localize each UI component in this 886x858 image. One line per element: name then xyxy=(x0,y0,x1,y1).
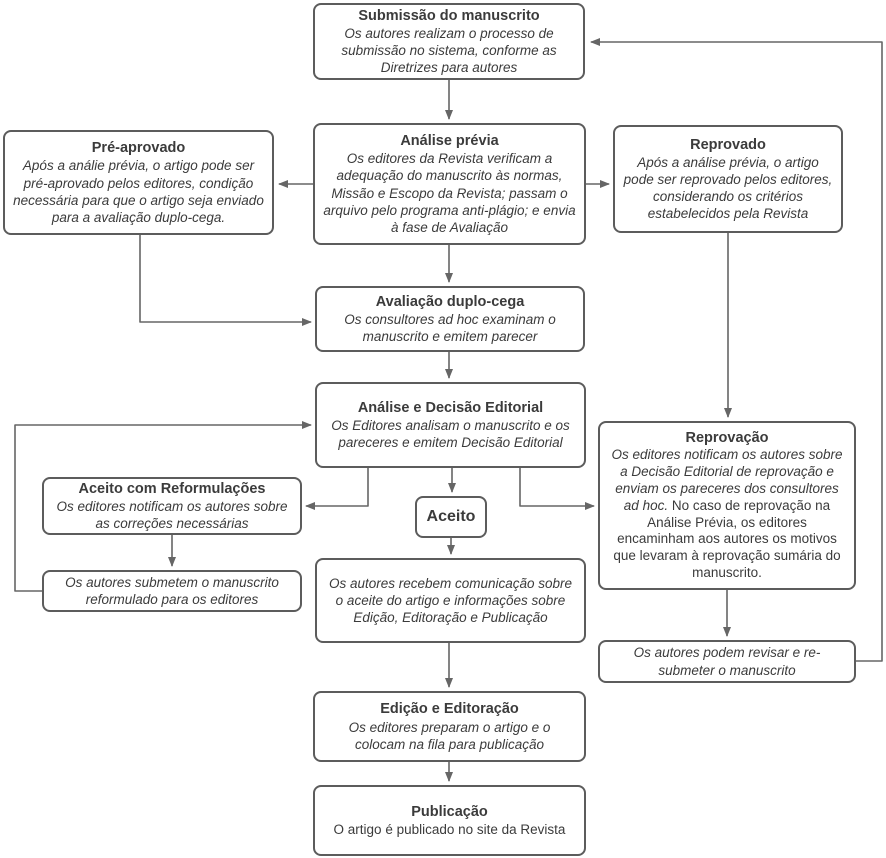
node-analise-previa: Análise prévia Os editores da Revista ve… xyxy=(313,123,586,245)
node-body: Após a análise prévia, o artigo pode ser… xyxy=(623,154,833,222)
node-body: Os editores preparam o artigo e o coloca… xyxy=(348,719,551,752)
node-title: Edição e Editoração xyxy=(380,701,519,718)
node-body-italic-part: Os editores notificam os autores sobre a… xyxy=(611,447,843,513)
node-pre-aprovado: Pré-aprovado Após a análie prévia, o art… xyxy=(3,130,274,235)
node-revisar-resubmeter: Os autores podem revisar e re-submeter o… xyxy=(598,640,856,683)
node-body: O artigo é publicado no site da Revista xyxy=(333,822,566,838)
node-body: Os autores realizam o processo de submis… xyxy=(341,26,557,76)
node-title: Aceito xyxy=(426,507,476,525)
node-aceito-com-reformulacoes: Aceito com Reformulações Os editores not… xyxy=(42,477,302,535)
node-title: Submissão do manuscrito xyxy=(358,7,540,24)
node-body: Os autores submetem o manuscrito reformu… xyxy=(65,574,279,607)
node-submetem-reformulado: Os autores submetem o manuscrito reformu… xyxy=(42,570,302,612)
node-title: Análise e Decisão Editorial xyxy=(357,399,544,416)
node-title: Avaliação duplo-cega xyxy=(375,293,525,310)
node-aceito: Aceito xyxy=(415,496,487,538)
node-body: Os editores notificam os autores sobre a… xyxy=(608,447,846,582)
node-title: Publicação xyxy=(411,803,488,820)
node-body: Os editores notificam os autores sobre a… xyxy=(56,499,288,532)
node-analise-decisao-editorial: Análise e Decisão Editorial Os Editores … xyxy=(315,382,586,468)
node-title: Aceito com Reformulações xyxy=(78,480,266,497)
node-body: Os autores recebem comunicação sobre o a… xyxy=(328,575,573,626)
connector-decisao-aceitoreform xyxy=(305,468,369,510)
connector-preaprovado-avaliacao xyxy=(139,235,312,326)
node-title: Análise prévia xyxy=(400,132,499,149)
node-publicacao: Publicação O artigo é publicado no site … xyxy=(313,785,586,856)
node-body: Os editores da Revista verificam a adequ… xyxy=(323,151,576,235)
node-body: Os autores podem revisar e re-submeter o… xyxy=(633,645,821,678)
node-title: Reprovação xyxy=(685,429,769,446)
connector-submetem-decisao xyxy=(14,421,312,592)
node-body: Após a análie prévia, o artigo pode ser … xyxy=(13,158,264,225)
node-body: Os consultores ad hoc examinam o manuscr… xyxy=(344,312,556,345)
node-reprovado: Reprovado Após a análise prévia, o artig… xyxy=(613,125,843,233)
node-title: Reprovado xyxy=(690,136,766,153)
node-recebem-comunicacao: Os autores recebem comunicação sobre o a… xyxy=(315,558,586,643)
node-edicao-editoracao: Edição e Editoração Os editores preparam… xyxy=(313,691,586,762)
node-title: Pré-aprovado xyxy=(91,140,186,157)
node-submissao-manuscrito: Submissão do manuscrito Os autores reali… xyxy=(313,3,585,80)
connector-decisao-reprovacao xyxy=(519,468,595,510)
connector-revisar-submissao xyxy=(590,38,883,662)
node-avaliacao-duplo-cega: Avaliação duplo-cega Os consultores ad h… xyxy=(315,286,585,352)
node-body: Os Editores analisam o manuscrito e os p… xyxy=(331,418,570,451)
node-reprovacao: Reprovação Os editores notificam os auto… xyxy=(598,421,856,590)
node-body-regular-part: No caso de reprovação na Análise Prévia,… xyxy=(613,497,841,581)
